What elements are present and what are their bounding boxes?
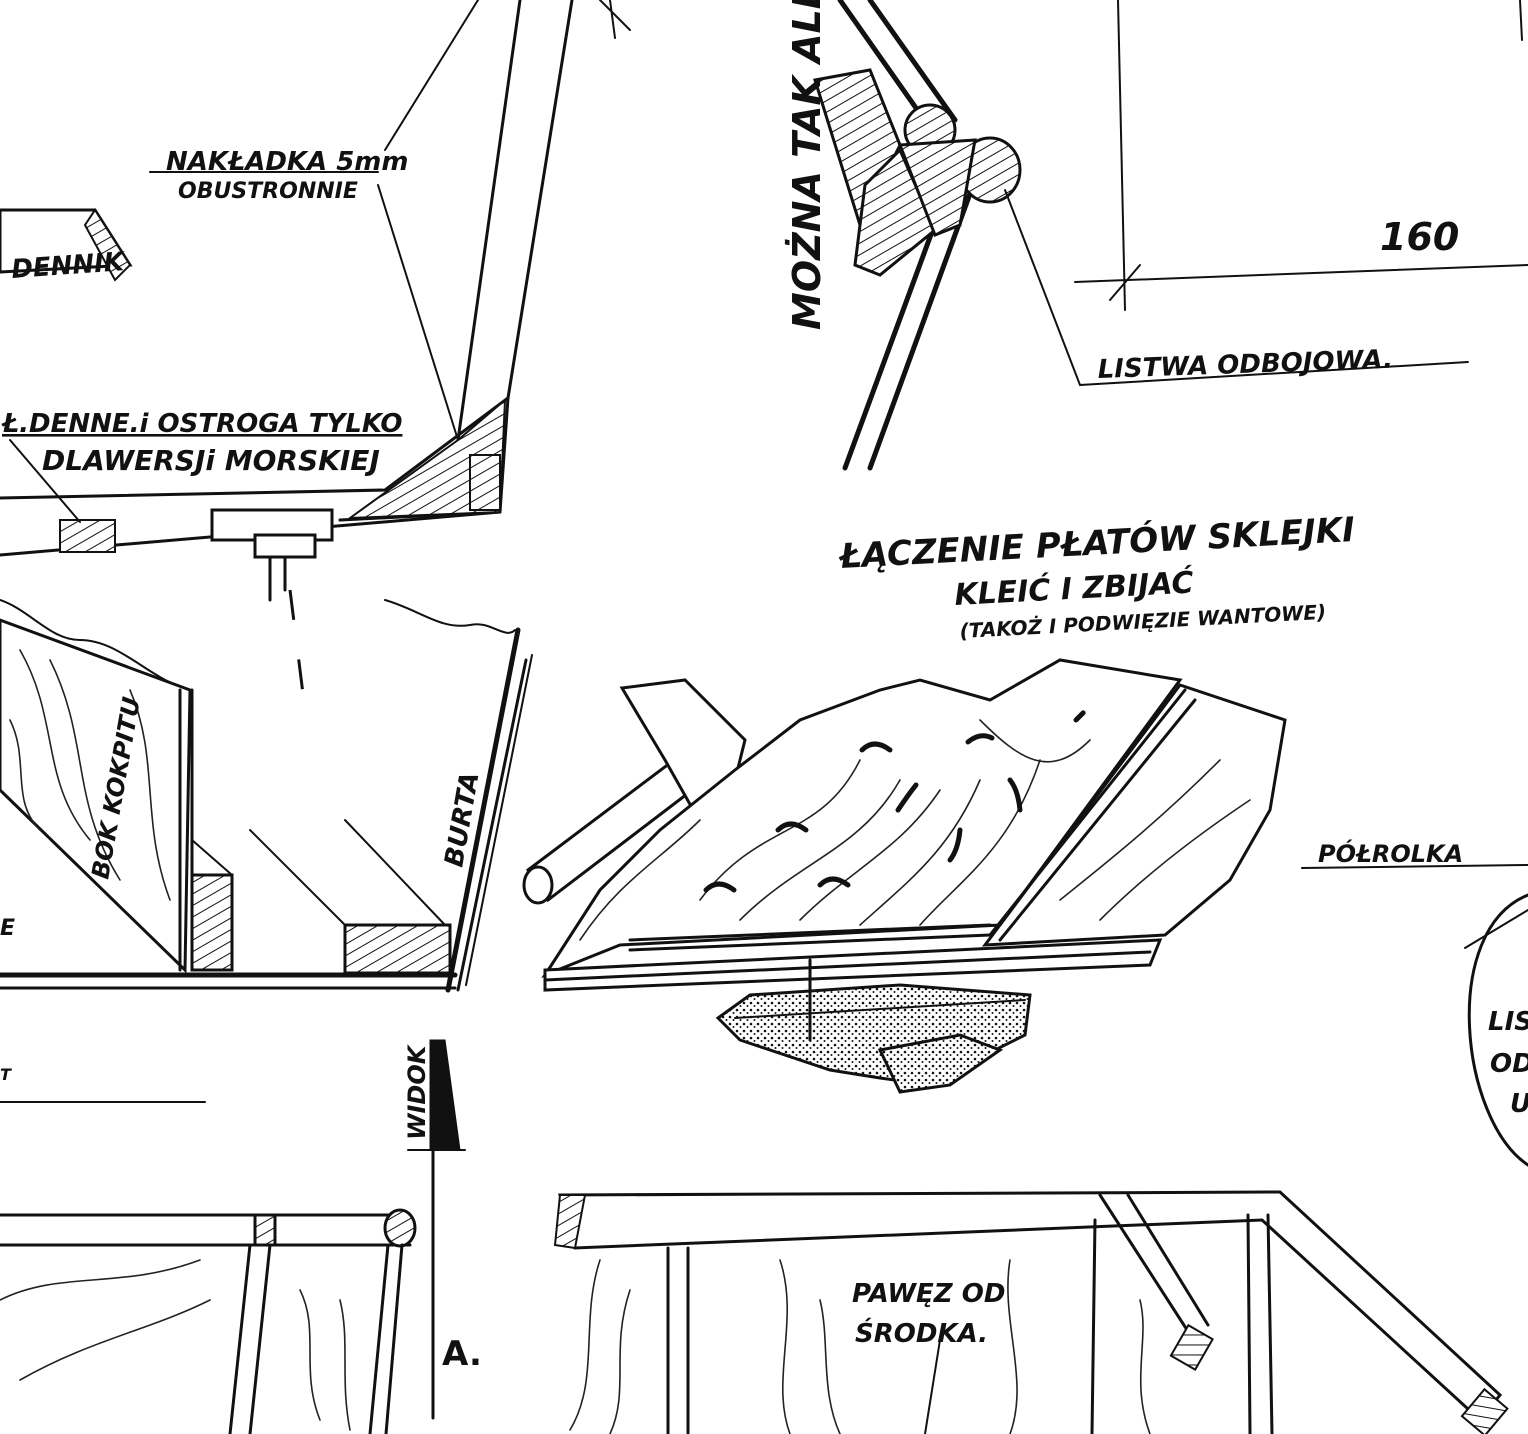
- dlawersji-label: DLAWERSJi MORSKIEJ: [42, 444, 380, 477]
- edge-label-e: E: [0, 916, 15, 941]
- circle-label-1: LIS: [1488, 1007, 1528, 1037]
- edge-label-t: T: [0, 1065, 12, 1084]
- transom-frame: [553, 1190, 1509, 1434]
- plywood-join-illustration: [522, 658, 1287, 1094]
- widok-label: WIDOK: [403, 1043, 431, 1140]
- laczenie-title: ŁĄCZENIE PŁATÓW SKLEJKI: [837, 509, 1355, 577]
- pawez-label-1: PAWĘZ OD: [852, 1279, 1005, 1309]
- rub-rail-detail: [813, 0, 1469, 471]
- nakladka-label: NAKŁADKA 5mm: [166, 147, 409, 177]
- view-marker-a: A.: [442, 1334, 482, 1374]
- cockpit-section: [0, 599, 533, 993]
- obustronnie-label: OBUSTRONNIE: [178, 179, 358, 204]
- burta-label: BURTA: [439, 770, 485, 869]
- bottom-left-frame: [0, 1208, 417, 1434]
- mozna-tak-label: MOŻNA TAK ALE: [785, 0, 829, 330]
- pl-denne-label: Ł.DENNE.i OSTROGA TYLKO: [1, 409, 402, 439]
- listwa-odbojowa-label: LISTWA ODBOJOWA.: [1097, 345, 1393, 385]
- polrolka-line: [1301, 864, 1528, 869]
- dimension-160: [1074, 0, 1528, 311]
- circle-label-2: OD: [1490, 1049, 1528, 1079]
- hull-section-top-left: [0, 0, 631, 711]
- circle-detail: LIS OD U: [1464, 893, 1528, 1167]
- plywood-join-labels: ŁĄCZENIE PŁATÓW SKLEJKI KLEIĆ I ZBIJAĆ (…: [837, 509, 1355, 643]
- kleic-label: KLEIĆ I ZBIJAĆ: [953, 564, 1194, 613]
- hull-labels-top-left: DENNIK NAKŁADKA 5mm OBUSTRONNIE Ł.DENNE.…: [1, 147, 409, 477]
- polrolka-label: PÓŁROLKA: [1318, 838, 1463, 868]
- widok-view-arrow: [0, 1039, 466, 1420]
- dimension-160-label: 160: [1380, 215, 1459, 259]
- circle-label-3: U: [1510, 1089, 1528, 1119]
- pawez-label-2: ŚRODKA.: [855, 1317, 988, 1349]
